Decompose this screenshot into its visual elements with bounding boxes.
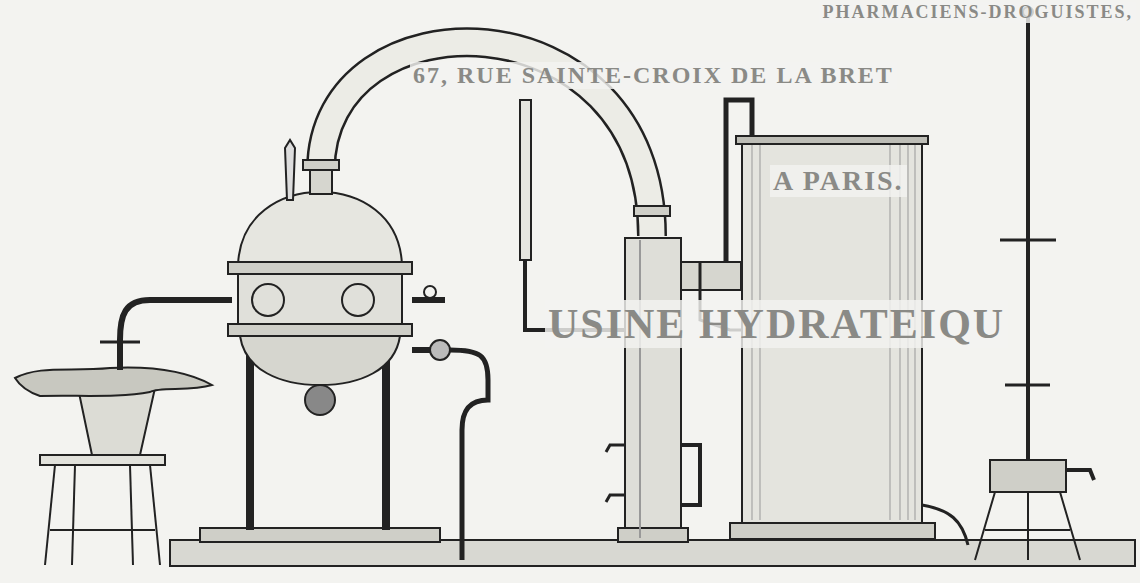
watermark-text: PHARMACIENS-DROGUISTES, xyxy=(819,2,1136,23)
watermark-text: A PARIS. xyxy=(770,165,907,197)
watermark-text: 67, RUE SAINTE-CROIX DE LA BRET xyxy=(410,62,897,89)
watermark-text: USINE HYDRATEIQU xyxy=(545,300,1008,348)
